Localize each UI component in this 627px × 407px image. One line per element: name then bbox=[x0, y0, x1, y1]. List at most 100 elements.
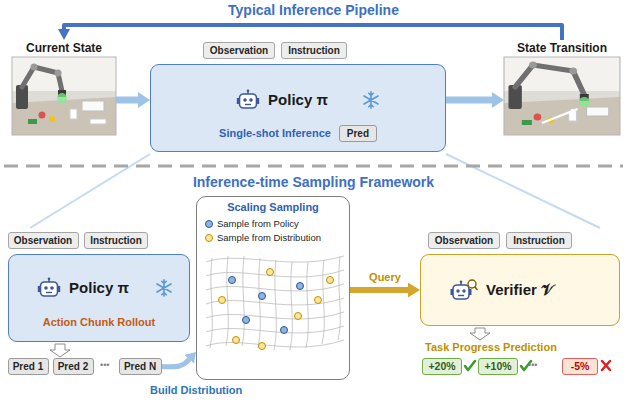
policy-box: Policy πSingle-shot InferencePred bbox=[150, 64, 446, 152]
state-transition-photo bbox=[504, 57, 620, 135]
snowflake-icon bbox=[362, 91, 380, 109]
state-transition-photo bbox=[534, 114, 542, 121]
node-label: Instruction bbox=[513, 235, 565, 247]
current-state-photo bbox=[28, 119, 37, 124]
policy-title: Policy π bbox=[69, 279, 129, 296]
node-label: Observation bbox=[210, 45, 268, 57]
robot-icon bbox=[41, 282, 58, 296]
legend-swatch bbox=[205, 234, 213, 242]
input-chip: Observation bbox=[428, 232, 500, 249]
distribution-samples bbox=[219, 269, 334, 350]
section-divider bbox=[4, 165, 623, 168]
current-state-photo bbox=[12, 57, 116, 135]
node-label: -5% bbox=[571, 360, 590, 372]
robot-icon bbox=[50, 286, 54, 290]
legend-label: Sample from Policy bbox=[217, 219, 299, 230]
policy-subtitle: Action Chunk Rollout bbox=[43, 316, 155, 329]
distribution-samples bbox=[327, 277, 334, 284]
progress-chip: -5% bbox=[562, 358, 598, 375]
distribution-mesh bbox=[210, 258, 212, 348]
progress-chip: +20% bbox=[422, 358, 462, 375]
state-transition-photo bbox=[522, 120, 532, 125]
legend-row: Sample from Policy bbox=[205, 219, 299, 230]
node-label: Current State bbox=[26, 42, 102, 56]
node-label: +10% bbox=[484, 360, 511, 372]
current-state-photo bbox=[90, 119, 106, 124]
flow-arrow bbox=[350, 287, 408, 293]
verifier-robot-icon bbox=[453, 285, 469, 299]
node-label: Instruction bbox=[90, 235, 142, 247]
state-transition-photo bbox=[569, 68, 577, 75]
node-label: Observation bbox=[14, 235, 72, 247]
diagram-title: Typical Inference Pipeline bbox=[0, 2, 627, 18]
distribution-mesh bbox=[242, 256, 244, 346]
legend-swatch bbox=[205, 220, 213, 228]
node-label: Pred 2 bbox=[58, 361, 89, 373]
state-image-frame: State Transition bbox=[504, 40, 620, 136]
ellipsis: ••• bbox=[100, 360, 109, 370]
policy-samples bbox=[281, 327, 288, 334]
distribution-mesh bbox=[206, 256, 344, 262]
state-transition-photo bbox=[504, 57, 620, 135]
distribution-mesh bbox=[274, 260, 276, 350]
legend-row: Sample from Distribution bbox=[205, 233, 321, 244]
snowflake-icon bbox=[155, 279, 173, 297]
robot-icon bbox=[240, 94, 257, 108]
verifier-robot-icon bbox=[458, 295, 464, 296]
hollow-down-arrow bbox=[50, 344, 70, 357]
snowflake-icon bbox=[364, 92, 378, 108]
distribution-mesh bbox=[206, 256, 344, 350]
policy-subtitle: Single-shot Inference bbox=[219, 127, 331, 140]
distribution-samples bbox=[259, 343, 266, 350]
state-transition-photo bbox=[515, 65, 584, 95]
section-heading: Inference-time Sampling Framework bbox=[0, 174, 627, 190]
flow-arrow bbox=[64, 25, 562, 40]
input-chip: Observation bbox=[8, 232, 79, 249]
distribution-mesh bbox=[322, 260, 324, 344]
progress-chip: +10% bbox=[478, 358, 518, 375]
robot-icon bbox=[247, 89, 250, 92]
policy-samples bbox=[243, 317, 250, 324]
state-transition-photo bbox=[542, 109, 578, 123]
current-state-photo bbox=[31, 64, 38, 71]
input-chip: Instruction bbox=[506, 232, 572, 249]
distribution-samples bbox=[267, 269, 274, 276]
distribution-samples bbox=[295, 313, 302, 320]
robot-icon bbox=[249, 98, 253, 102]
distribution-mesh bbox=[206, 326, 344, 333]
state-image-frame: Current State bbox=[12, 40, 116, 136]
distribution-mesh bbox=[290, 262, 292, 350]
node-label: +20% bbox=[428, 360, 455, 372]
snowflake-icon bbox=[364, 92, 378, 108]
state-transition-photo bbox=[571, 109, 578, 114]
edge-label: Build Distribution bbox=[148, 384, 244, 397]
distribution-samples bbox=[233, 337, 240, 344]
current-state-photo bbox=[12, 57, 116, 135]
flow-arrow bbox=[162, 359, 190, 367]
verifier-robot-icon bbox=[460, 281, 463, 284]
distribution-mesh bbox=[226, 256, 228, 346]
distribution-mesh bbox=[258, 258, 260, 348]
current-state-photo bbox=[55, 70, 62, 77]
robot-icon bbox=[236, 89, 260, 111]
verifier-box: Verifier 𝒱 bbox=[420, 254, 620, 326]
sampling-panel: Scaling SamplingSample from PolicySample… bbox=[196, 196, 350, 380]
flow-arrow bbox=[446, 97, 492, 104]
ellipsis: ••• bbox=[528, 360, 537, 370]
robot-icon bbox=[48, 277, 51, 280]
prediction-chip: Pred N bbox=[119, 358, 162, 375]
node-label: Observation bbox=[435, 235, 493, 247]
distribution-mesh bbox=[338, 256, 340, 340]
verifier-robot-icon bbox=[475, 287, 477, 290]
verifier-title: Verifier 𝒱 bbox=[486, 281, 554, 298]
hollow-down-arrow bbox=[470, 328, 490, 340]
distribution-mesh bbox=[206, 312, 344, 319]
current-state-photo bbox=[39, 112, 46, 119]
distribution-samples bbox=[219, 297, 226, 304]
prediction-chip: Pred 1 bbox=[8, 358, 49, 375]
flow-arrow bbox=[116, 97, 138, 104]
policy-samples bbox=[229, 277, 304, 334]
robot-icon bbox=[243, 98, 247, 102]
current-state-photo bbox=[12, 57, 116, 135]
node-label: Pred N bbox=[124, 361, 156, 373]
